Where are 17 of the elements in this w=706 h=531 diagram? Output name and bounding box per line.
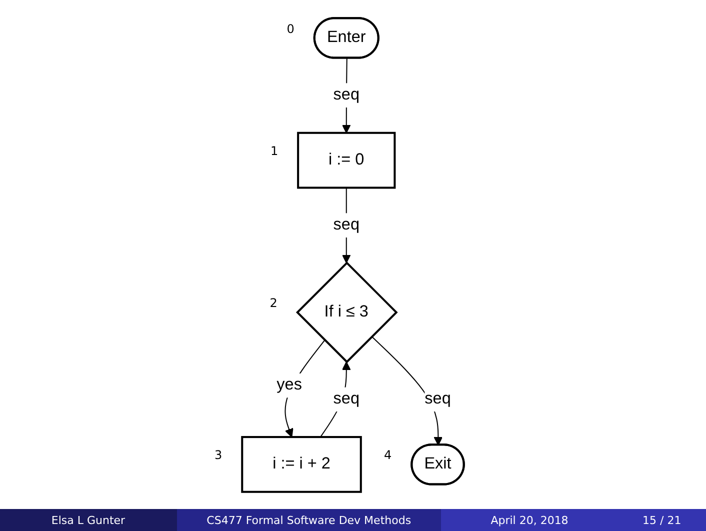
footer-text: 15 / 21 [618,509,706,531]
edge-label: seq [333,86,360,104]
footer-text: April 20, 2018 [441,509,618,531]
node-number: 0 [286,22,294,36]
node-diamond [296,261,398,364]
node-box [297,132,396,189]
node-box [241,436,362,493]
node-number: 4 [384,448,392,462]
edge-label: yes [276,376,302,394]
edge-label: seq [333,216,360,234]
footer-text: CS477 Formal Software Dev Methods [176,509,442,531]
edge-label: seq [424,390,451,408]
node-number: 3 [214,448,222,462]
node-number: 2 [270,296,278,310]
footer-text: Elsa L Gunter [0,509,176,531]
node-number: 1 [270,144,278,158]
edge-label: seq [333,390,360,408]
